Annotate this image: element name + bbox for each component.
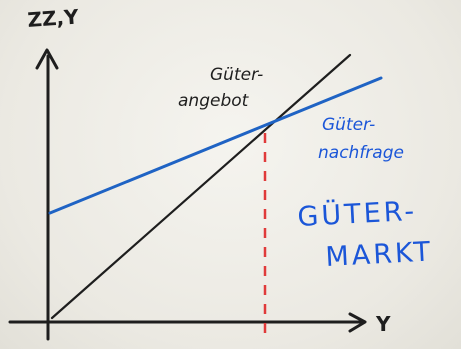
supply-label-1-part2: angebot bbox=[178, 91, 250, 111]
series-label-gueterangebot: Güter-angebot bbox=[178, 65, 263, 111]
demand-label-1-part1: Güter- bbox=[322, 115, 375, 135]
demand-label-line1: Güter-nachfrage bbox=[318, 115, 404, 163]
demand-label-1-part2: nachfrage bbox=[318, 143, 404, 163]
series-line-gueterangebot bbox=[50, 53, 352, 320]
annotation-markt: MARKT bbox=[325, 236, 434, 273]
annotation-gueter: GÜTER- bbox=[297, 195, 418, 233]
supply-label-1-part1: Güter- bbox=[210, 65, 263, 85]
series-line-gueternachfrage bbox=[48, 76, 383, 215]
axes bbox=[8, 48, 367, 341]
y-axis-label: ZZ,Y bbox=[27, 4, 80, 32]
supply-label-line1: Güter-angebot bbox=[178, 65, 263, 111]
x-axis-label: Y bbox=[375, 312, 391, 336]
x-axis-arrowhead bbox=[348, 312, 367, 333]
y-axis-arrowhead bbox=[35, 48, 59, 70]
series-label-gueternachfrage: Güter-nachfrage bbox=[318, 115, 404, 163]
